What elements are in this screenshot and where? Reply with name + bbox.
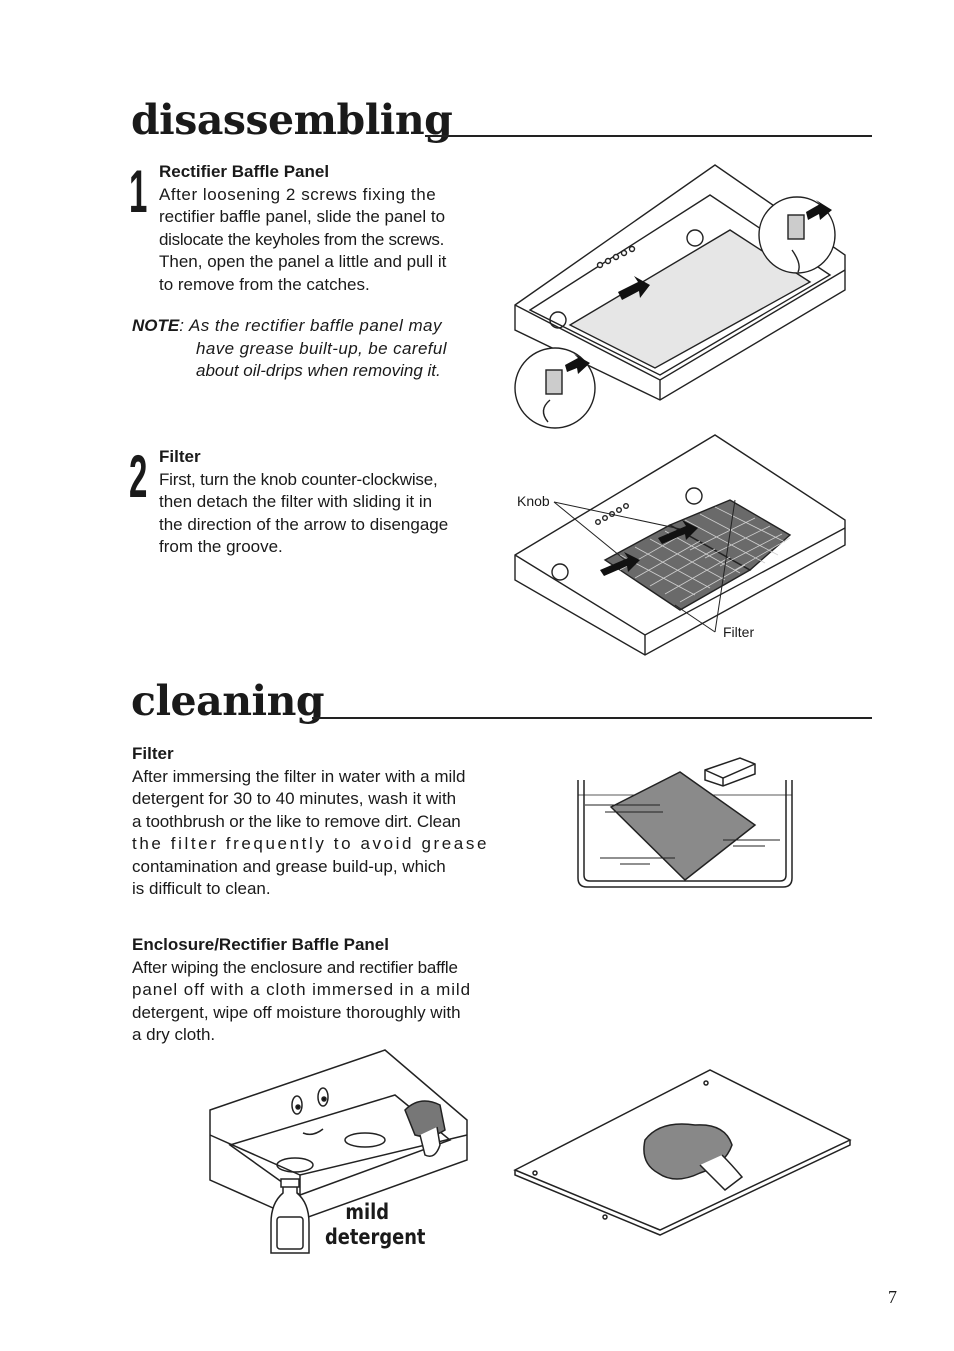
step-number: 2 (129, 443, 148, 510)
step-number: 1 (129, 158, 148, 225)
paragraph-line: the filter frequently to avoid grease (132, 834, 490, 853)
paragraph-line: rectifier baffle panel, slide the panel … (159, 207, 446, 226)
label-filter: Filter (723, 624, 755, 640)
paragraph-line: to remove from the catches. (159, 274, 370, 294)
paragraph-line: After loosening 2 screws fixing the (159, 184, 437, 204)
paragraph-line: is difficult to clean. (132, 879, 271, 898)
step1-block: Rectifier Baffle Panel After loosening 2… (159, 161, 477, 296)
cleaning-enclosure-block: Enclosure/Rectifier Baffle Panel After w… (132, 934, 496, 1047)
paragraph-line: Then, open the panel a little and pull i… (159, 252, 447, 271)
detergent-label-line: mild (345, 1200, 390, 1224)
cleaning-filter-block: Filter After immersing the filter in wat… (132, 743, 496, 901)
paragraph-line: contamination and grease build-up, which (132, 856, 446, 876)
subsection-title: Enclosure/Rectifier Baffle Panel (132, 935, 389, 954)
note-block: NOTE: As the rectifier baffle panel may … (132, 315, 478, 383)
paragraph-line: After wiping the enclosure and rectifier… (132, 957, 458, 977)
note-line: have grease built-up, be careful (196, 338, 447, 358)
paragraph-line: a toothbrush or the like to remove dirt.… (132, 811, 461, 831)
detergent-label: mild detergent (325, 1200, 425, 1250)
subsection-title: Filter (132, 744, 174, 763)
paragraph-line: After immersing the filter in water with… (132, 766, 466, 786)
page-number: 7 (888, 1287, 897, 1307)
paragraph-line: First, turn the knob counter-clockwise, (159, 469, 438, 489)
filter-removal-diagram (514, 434, 846, 656)
baffle-panel-diagram (514, 164, 846, 429)
note-line: about oil-drips when removing it. (196, 361, 441, 380)
note-line: : As the rectifier baffle panel may (179, 316, 442, 335)
paragraph-line: dislocate the keyholes from the screws. (159, 229, 444, 249)
section-heading-cleaning: cleaning (131, 677, 325, 725)
wiping-panel-diagram (513, 1069, 852, 1236)
label-knob: Knob (517, 493, 550, 509)
paragraph-line: a dry cloth. (132, 1025, 216, 1044)
paragraph-line: panel off with a cloth immersed in a mil… (132, 980, 471, 999)
heading-rule (425, 135, 872, 137)
step-title: Filter (159, 447, 201, 466)
paragraph-line: then detach the filter with sliding it i… (159, 492, 433, 511)
section-heading-disassembling: disassembling (131, 96, 453, 144)
note-label: NOTE (132, 316, 180, 335)
paragraph-line: detergent for 30 to 40 minutes, wash it … (132, 789, 457, 808)
paragraph-line: the direction of the arrow to disengage (159, 514, 449, 534)
soaking-tub-diagram (577, 757, 793, 888)
detergent-label-line: detergent (325, 1225, 426, 1249)
paragraph-line: from the groove. (159, 537, 283, 556)
step-title: Rectifier Baffle Panel (159, 162, 330, 181)
paragraph-line: detergent, wipe off moisture thoroughly … (132, 1002, 461, 1022)
heading-rule (312, 717, 872, 719)
step2-block: Filter First, turn the knob counter-cloc… (159, 446, 477, 559)
wiping-enclosure-diagram (209, 1049, 468, 1254)
